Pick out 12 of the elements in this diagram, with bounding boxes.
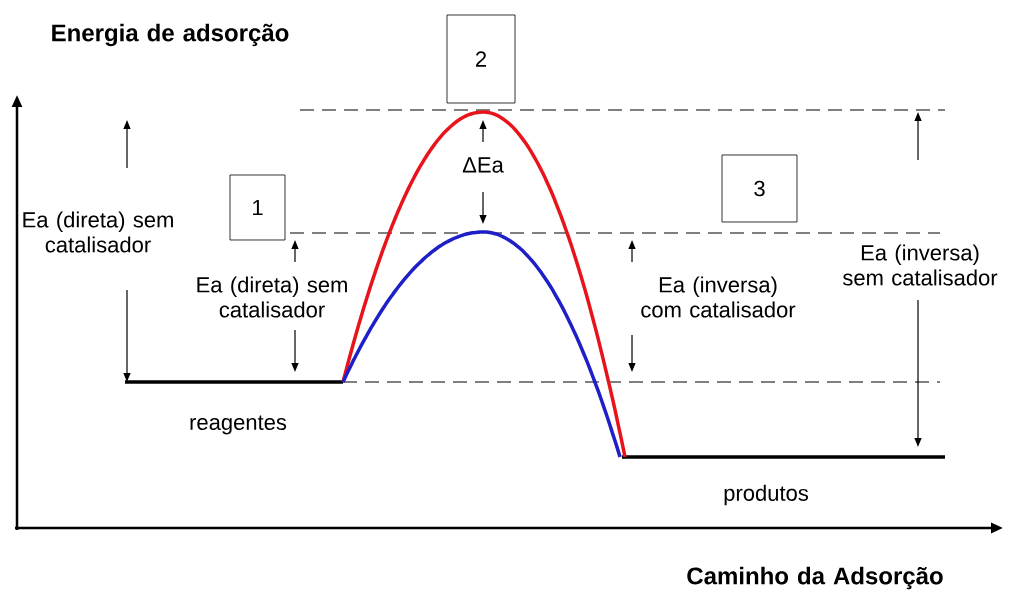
level-label: reagentes	[190, 415, 287, 435]
axis-label: Caminho da Adsorção	[687, 566, 943, 590]
level-label: produtos	[724, 484, 808, 506]
dimension-label: Ea (inversa) sem catalisador	[843, 244, 998, 286]
dimension-label: Ea (direta) sem catalisador	[23, 211, 173, 253]
axis-label: Energia de adsorção	[52, 23, 289, 47]
dimension-label: ΔEa	[462, 157, 504, 173]
dimension-label: Ea (inversa) com catalisador	[641, 276, 796, 318]
dimension-label: Ea (direta) sem catalisador	[197, 276, 347, 318]
number-box: 2	[446, 14, 516, 104]
number-box: 3	[721, 154, 798, 223]
number-box: 1	[229, 174, 286, 241]
